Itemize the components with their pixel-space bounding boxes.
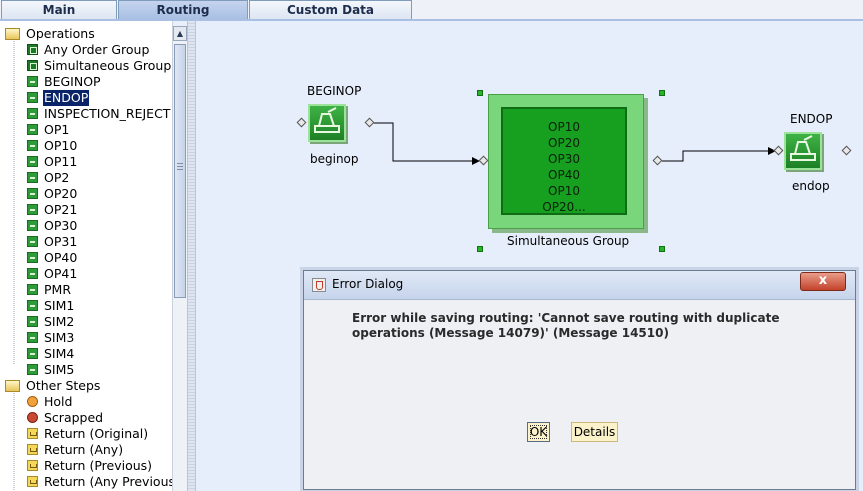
tree-item-label: OP2 [44, 170, 70, 185]
tree-item-label: OP21 [44, 202, 78, 217]
tree-item-label: PMR [44, 282, 72, 297]
operation-icon [27, 220, 38, 231]
tree-item-label: INSPECTION_REJECT [44, 106, 171, 121]
tree-item-label: SIM2 [44, 314, 75, 329]
tree-item-label: Hold [44, 394, 73, 409]
split-pane-divider[interactable] [187, 21, 196, 491]
return-icon [27, 428, 38, 439]
folder-icon [5, 28, 20, 40]
tree-item-label: OP41 [44, 266, 78, 281]
tab-underline [0, 19, 863, 21]
selection-handle[interactable] [477, 90, 483, 96]
operation-icon [27, 204, 38, 215]
operation-icon [27, 332, 38, 343]
group-caption: Simultaneous Group [507, 234, 630, 248]
dialog-close-button[interactable]: x [800, 272, 846, 291]
operation-icon [27, 156, 38, 167]
selection-handle[interactable] [659, 90, 665, 96]
java-cup-icon [312, 278, 326, 292]
endop-title: ENDOP [790, 112, 833, 126]
scroll-thumb[interactable] [174, 44, 186, 298]
operation-icon [27, 348, 38, 359]
return-icon [27, 444, 38, 455]
tree-item-label: Return (Any Previous [44, 474, 173, 489]
tree-item-label: OP11 [44, 154, 78, 169]
tree-item-label: SIM5 [44, 362, 75, 377]
group-op-entry: OP20... [542, 200, 586, 214]
group-op-entry: OP20 [548, 136, 580, 150]
return-icon [27, 476, 38, 487]
machine-icon [314, 107, 340, 133]
tree-item-label: SIM4 [44, 346, 75, 361]
tab-custom-data[interactable]: Custom Data [249, 0, 412, 19]
tree-item-label: SIM1 [44, 298, 75, 313]
details-button[interactable]: Details [571, 422, 618, 442]
tree-item-label: OP20 [44, 186, 78, 201]
machine-icon [790, 135, 816, 161]
tree-item-label: Scrapped [44, 410, 104, 425]
operation-icon [27, 268, 38, 279]
beginop-caption: beginop [310, 152, 359, 166]
operation-icon [27, 124, 38, 135]
operation-icon [27, 108, 38, 119]
tree-item-label: OP1 [44, 122, 70, 137]
ok-button[interactable]: OK [527, 422, 550, 442]
operation-icon [27, 236, 38, 247]
group-op-entry: OP40 [548, 168, 580, 182]
scrapped-icon [27, 412, 38, 423]
tab-routing[interactable]: Routing [118, 0, 248, 19]
operation-icon [27, 92, 38, 103]
tree-item-label: OP30 [44, 218, 78, 233]
error-message: Error while saving routing: 'Cannot save… [352, 311, 780, 340]
group-icon [27, 60, 38, 71]
scroll-up-arrow-icon[interactable]: ▲ [173, 26, 187, 41]
selection-handle[interactable] [659, 246, 665, 252]
tab-bar: Main Routing Custom Data [0, 0, 863, 21]
folder-icon [5, 380, 20, 392]
group-op-entry: OP30 [548, 152, 580, 166]
tree-item-label: SIM3 [44, 330, 75, 345]
group-op-entry: OP10 [548, 120, 580, 134]
tree-item-label: OP31 [44, 234, 78, 249]
beginop-node[interactable] [308, 104, 346, 142]
folder-label: Other Steps [26, 378, 101, 393]
tree-item-label: OP10 [44, 138, 78, 153]
operation-icon [27, 188, 38, 199]
hold-icon [27, 396, 38, 407]
error-dialog: Error Dialog x Error while saving routin… [303, 270, 856, 490]
operation-icon [27, 300, 38, 311]
operation-icon [27, 284, 38, 295]
tree-item-label: Return (Any) [44, 442, 124, 457]
operation-icon [27, 316, 38, 327]
endop-caption: endop [792, 179, 830, 193]
endop-node[interactable] [784, 132, 822, 170]
routing-connectors [373, 122, 776, 165]
tree-item-label: Return (Previous) [44, 458, 153, 473]
beginop-title: BEGINOP [307, 84, 362, 98]
tree-item-label: Return (Original) [44, 426, 149, 441]
operation-icon [27, 172, 38, 183]
tree-item-label: BEGINOP [44, 74, 101, 89]
group-icon [27, 44, 38, 55]
operation-icon [27, 364, 38, 375]
dialog-title-bar[interactable]: Error Dialog x [304, 271, 855, 300]
selection-handle[interactable] [477, 246, 483, 252]
group-op-entry: OP10 [548, 184, 580, 198]
tree-item-label: Simultaneous Group [44, 58, 172, 73]
tree-scrollbar[interactable]: ▲ [172, 26, 187, 491]
return-icon [27, 460, 38, 471]
tree-item-label: OP40 [44, 250, 78, 265]
operation-icon [27, 140, 38, 151]
tree-item-label: Any Order Group [44, 42, 150, 57]
tree-item-label: ENDOP [43, 90, 90, 106]
folder-label: Operations [26, 26, 95, 41]
dialog-title: Error Dialog [332, 277, 404, 291]
operation-icon [27, 76, 38, 87]
tab-main[interactable]: Main [1, 0, 117, 19]
operation-icon [27, 252, 38, 263]
